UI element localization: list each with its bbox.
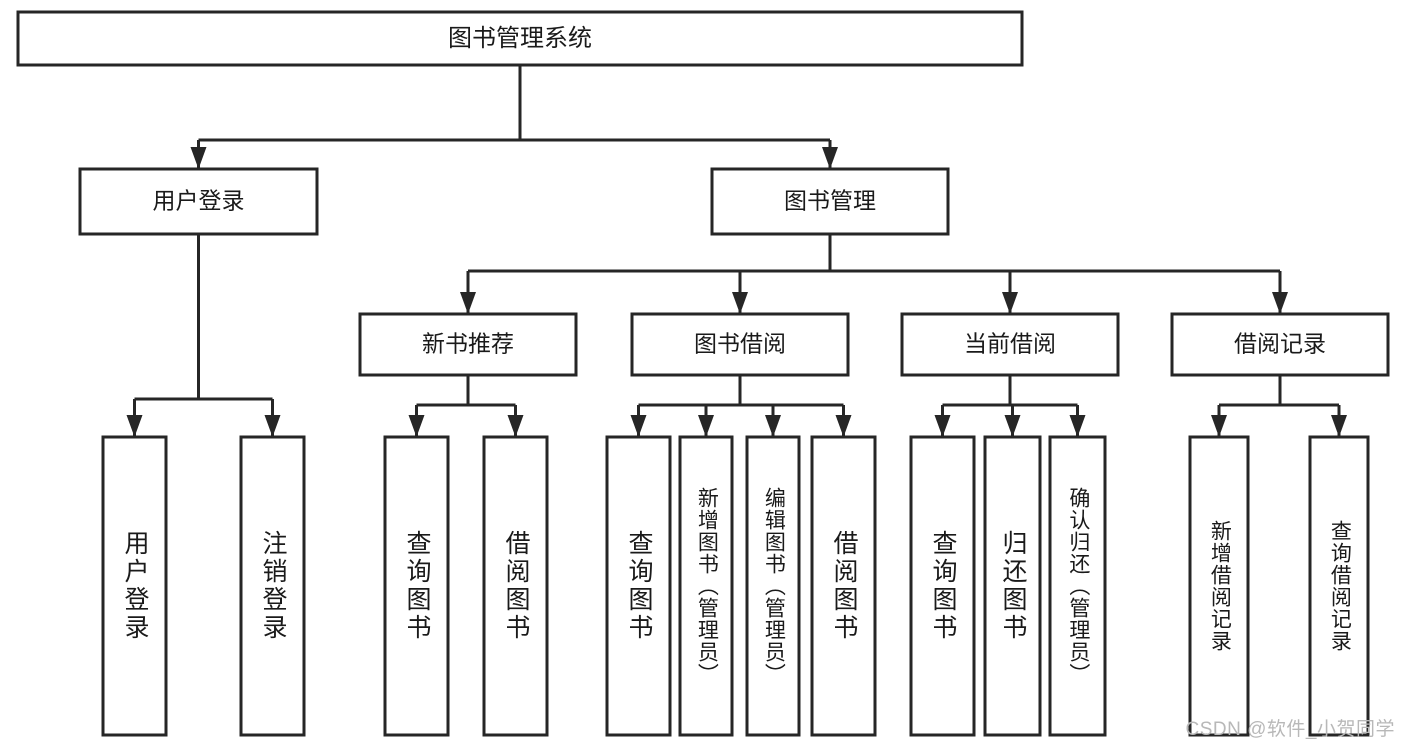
connector-layer [126,65,1347,437]
current-to-leaves-arrow-0 [934,415,951,437]
leaf-node-5[interactable] [678,435,734,737]
root-node-book-management-system-label: 图书管理系统 [448,25,592,52]
leaf-node-1-box[interactable] [239,435,306,737]
level2-node-1-box[interactable] [710,167,950,236]
leaf-node-2-box[interactable] [383,435,450,737]
level3-node-3-box[interactable] [1170,312,1390,377]
level3-node-2-box[interactable] [900,312,1120,377]
leaf-node-7[interactable] [810,435,877,737]
book-mgmt-to-level3-arrow-0 [460,292,476,314]
level3-node-0[interactable]: 新书推荐 [358,312,578,377]
leaf-node-5-box[interactable] [678,435,734,737]
leaf-node-6[interactable] [745,435,801,737]
leaf-node-2[interactable] [383,435,450,737]
book-mgmt-to-level3-arrow-3 [1272,292,1288,314]
leaf-node-3[interactable] [482,435,549,737]
level3-node-1[interactable]: 图书借阅 [630,312,850,377]
level3-node-3-label: 借阅记录 [1234,331,1326,357]
leaf-node-9-box[interactable] [983,435,1042,737]
leaf-node-9[interactable] [983,435,1042,737]
leaf-node-8-box[interactable] [909,435,976,737]
user-login-to-leaves-arrow-0 [126,415,143,437]
root-node-book-management-system-box[interactable] [16,10,1024,67]
leaf-node-0[interactable] [101,435,168,737]
borrow-to-leaves-arrow-3 [835,415,852,437]
leaf-node-12[interactable] [1308,435,1370,737]
level3-node-3[interactable]: 借阅记录 [1170,312,1390,377]
leaf-node-6-box[interactable] [745,435,801,737]
new-book-to-leaves-arrow-1 [507,415,524,437]
current-to-leaves-arrow-1 [1004,415,1021,437]
level2-node-1-label: 图书管理 [784,188,876,214]
record-to-leaves-arrow-1 [1331,415,1347,437]
level3-node-2[interactable]: 当前借阅 [900,312,1120,377]
borrow-to-leaves-arrow-2 [765,415,781,437]
leaf-node-4-box[interactable] [605,435,672,737]
level2-node-0[interactable]: 用户登录 [78,167,319,236]
book-mgmt-to-level3-arrow-2 [1002,292,1018,314]
watermark: CSDN @软件_小贺同学 [1185,719,1395,740]
borrow-to-leaves-arrow-1 [698,415,714,437]
record-to-leaves-arrow-0 [1211,415,1227,437]
level3-node-0-box[interactable] [358,312,578,377]
level2-node-0-label: 用户登录 [153,188,245,214]
level3-node-1-box[interactable] [630,312,850,377]
leaf-node-12-box[interactable] [1308,435,1370,737]
leaf-node-3-box[interactable] [482,435,549,737]
leaf-node-10[interactable] [1048,435,1107,737]
root-to-level2-arrow-0 [190,147,207,169]
level2-node-0-box[interactable] [78,167,319,236]
level2-node-1[interactable]: 图书管理 [710,167,950,236]
leaf-node-1[interactable] [239,435,306,737]
leaf-node-11[interactable] [1188,435,1250,737]
level3-node-0-label: 新书推荐 [422,331,514,357]
leaf-node-0-box[interactable] [101,435,168,737]
root-to-level2-arrow-1 [822,147,838,169]
level3-node-2-label: 当前借阅 [964,331,1056,357]
current-to-leaves-arrow-2 [1069,415,1086,437]
leaf-node-7-box[interactable] [810,435,877,737]
leaf-node-10-box[interactable] [1048,435,1107,737]
level3-node-1-label: 图书借阅 [694,331,786,357]
leaf-node-11-box[interactable] [1188,435,1250,737]
leaf-node-4[interactable] [605,435,672,737]
borrow-to-leaves-arrow-0 [630,415,647,437]
user-login-to-leaves-arrow-1 [264,415,281,437]
new-book-to-leaves-arrow-0 [408,415,425,437]
leaf-node-8[interactable] [909,435,976,737]
root-node-book-management-system[interactable]: 图书管理系统 [16,10,1024,67]
book-mgmt-to-level3-arrow-1 [732,292,748,314]
